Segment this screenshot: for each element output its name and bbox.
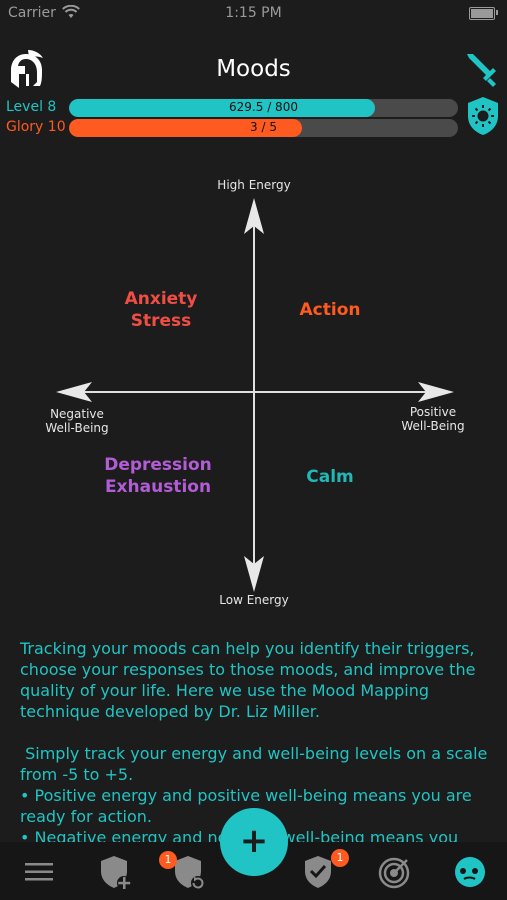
status-time: 1:15 PM [225, 5, 282, 21]
tab-goals[interactable] [374, 852, 414, 892]
mood-face-icon [455, 857, 485, 887]
completed-badge: 1 [331, 849, 349, 867]
arrow-left-icon [56, 382, 92, 402]
sword-icon [467, 54, 496, 87]
quadrant-depression-exhaustion[interactable]: Depression Exhaustion [92, 454, 224, 498]
tab-menu[interactable] [19, 852, 59, 892]
sword-button[interactable] [463, 50, 499, 88]
description-paragraph: Tracking your moods can help you identif… [20, 639, 481, 721]
glory-label: Glory 10 [6, 119, 66, 135]
battery-tip [496, 10, 498, 15]
target-icon [378, 857, 410, 889]
level-progress-fill [69, 99, 376, 117]
axis-label-high-energy: High Energy [217, 178, 291, 192]
quadrant-anxiety-stress[interactable]: Anxiety Stress [96, 288, 226, 332]
glory-progress-fill [69, 119, 303, 137]
recurring-badge: 1 [159, 851, 177, 869]
spartan-helmet-icon [11, 50, 43, 88]
quadrant-stress-label: Stress [130, 311, 192, 331]
plus-icon: + [239, 821, 269, 861]
arrow-up-icon [244, 198, 264, 234]
description-spacer: ​ [20, 722, 490, 743]
wifi-icon [62, 5, 80, 18]
glory-progress-track: 3 / 5 [69, 119, 458, 137]
shield-sun-button[interactable] [467, 96, 499, 136]
description-bullet: • Positive energy and positive well-bein… [20, 786, 477, 826]
page-title: Moods [216, 56, 291, 82]
shield-sun-icon [468, 97, 498, 135]
shield-refresh-icon [175, 856, 205, 890]
add-mood-fab-button[interactable]: + [220, 808, 288, 876]
axis-label-low-energy: Low Energy [219, 593, 289, 607]
hamburger-menu-icon [25, 863, 53, 881]
quadrant-depression-label: Depression [104, 455, 212, 475]
tab-add-habit[interactable] [96, 852, 136, 892]
level-label: Level 8 [6, 99, 57, 115]
axis-label-negative-wellbeing: Negative Well-Being [32, 407, 122, 435]
mood-map[interactable]: High Energy Low Energy Negative Well-Bei… [0, 160, 507, 620]
shield-check-icon [305, 856, 331, 888]
status-bar: Carrier 1:15 PM [0, 0, 507, 28]
arrow-down-icon [244, 556, 264, 592]
shield-plus-icon [101, 856, 131, 890]
glory-progress-text: 3 / 5 [250, 120, 277, 134]
tab-moods[interactable] [450, 852, 490, 892]
battery-icon [469, 7, 495, 20]
quadrant-anxiety-label: Anxiety [124, 289, 198, 309]
level-progress-row: Level 8 629.5 / 800 [0, 98, 507, 118]
quadrant-calm-label: Calm [306, 467, 354, 487]
spartan-helmet-avatar-button[interactable] [6, 48, 46, 92]
mood-map-axes [56, 198, 454, 592]
arrow-right-icon [418, 382, 454, 402]
description-paragraph: Simply track your energy and well-being … [20, 744, 493, 784]
quadrant-calm[interactable]: Calm [280, 466, 380, 488]
quadrant-action-label: Action [299, 300, 361, 320]
quadrant-action[interactable]: Action [280, 299, 380, 321]
tab-recurring[interactable] [170, 852, 210, 892]
axis-label-positive-line1: Positive [409, 405, 457, 419]
axis-label-positive-wellbeing: Positive Well-Being [388, 405, 478, 433]
glory-progress-row: Glory 10 3 / 5 [0, 118, 507, 138]
level-progress-track: 629.5 / 800 [69, 99, 458, 117]
tab-completed[interactable] [300, 852, 340, 892]
axis-label-negative-line2: Well-Being [45, 421, 109, 435]
header: Moods [0, 44, 507, 94]
quadrant-exhaustion-label: Exhaustion [104, 477, 212, 497]
level-progress-text: 629.5 / 800 [229, 100, 298, 114]
axis-label-negative-line1: Negative [50, 407, 104, 421]
axis-label-positive-line2: Well-Being [401, 419, 465, 433]
carrier-label: Carrier [8, 5, 56, 21]
